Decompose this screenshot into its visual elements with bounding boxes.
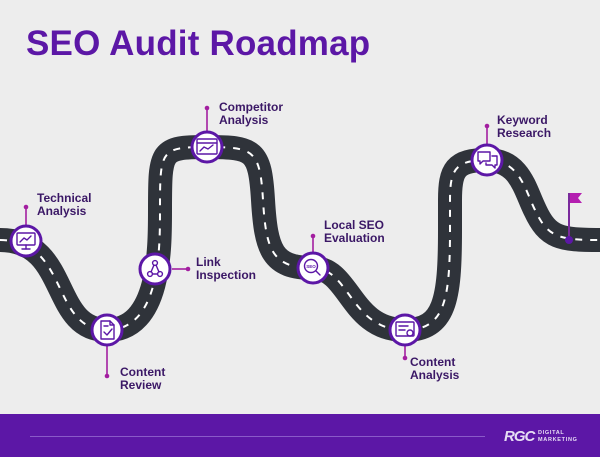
label-line: Inspection [196, 268, 257, 282]
brand-logo: RGC DIGITAL MARKETING [504, 427, 584, 447]
label-line: Research [497, 126, 552, 140]
label-line: Keyword [497, 113, 548, 127]
label-line: Local SEO [324, 218, 385, 232]
label-line: Technical [37, 191, 92, 205]
brand-name: DIGITAL MARKETING [538, 430, 586, 444]
stem-link-inspection [172, 266, 191, 272]
label-content-review: Content Review [120, 366, 165, 392]
label-line: Analysis [219, 113, 269, 127]
label-content-analysis: Content Analysis [410, 356, 459, 382]
label-line: Evaluation [324, 231, 385, 245]
road [0, 134, 600, 343]
marker-link-inspection [138, 252, 172, 286]
marker-content-review [90, 313, 124, 347]
marker-local-seo-evaluation: SEO [296, 251, 330, 285]
road-center-dashes [0, 145, 600, 332]
label-line: Content [410, 355, 456, 369]
marker-content-analysis [388, 313, 422, 347]
seo-magnifier-icon [303, 258, 321, 276]
marker-keyword-research [470, 143, 504, 177]
label-competitor-analysis: Competitor Analysis [219, 101, 283, 127]
label-line: Competitor [219, 100, 283, 114]
marker-competitor-analysis [190, 130, 224, 164]
label-keyword-research: Keyword Research [497, 114, 551, 140]
page-title: SEO Audit Roadmap [26, 24, 371, 63]
stem-content-review [104, 346, 110, 379]
label-local-seo-evaluation: Local SEO Evaluation [324, 219, 385, 245]
footer-divider [30, 436, 485, 437]
label-line: Content [120, 365, 166, 379]
marker-technical-analysis [9, 224, 43, 258]
brand-name-line: MARKETING [538, 437, 578, 443]
label-line: Analysis [37, 204, 87, 218]
stem-competitor-analysis [204, 105, 210, 132]
brand-mark: RGC [504, 428, 535, 445]
stem-content-analysis [402, 346, 408, 361]
roadmap-diagram: SEO [0, 105, 600, 379]
label-line: Analysis [410, 368, 460, 382]
label-line: Review [120, 378, 162, 392]
speech-bubbles-icon [477, 151, 498, 169]
certificate-document-icon [395, 321, 415, 337]
label-line: Link [196, 255, 221, 269]
label-link-inspection: Link Inspection [196, 256, 256, 282]
stem-keyword-research [484, 123, 490, 145]
label-technical-analysis: Technical Analysis [37, 192, 91, 218]
seo-icon-text: SEO [306, 264, 316, 269]
footer-bar: RGC DIGITAL MARKETING [0, 414, 600, 457]
flag-icon [565, 193, 582, 244]
stem-technical-analysis [23, 204, 29, 225]
presentation-screen-icon [16, 232, 36, 250]
document-check-icon [100, 320, 115, 340]
brand-name-line: DIGITAL [538, 430, 565, 436]
network-nodes-icon [146, 259, 164, 278]
stem-local-seo-evaluation [310, 233, 316, 253]
browser-dashboard-icon [196, 138, 218, 155]
